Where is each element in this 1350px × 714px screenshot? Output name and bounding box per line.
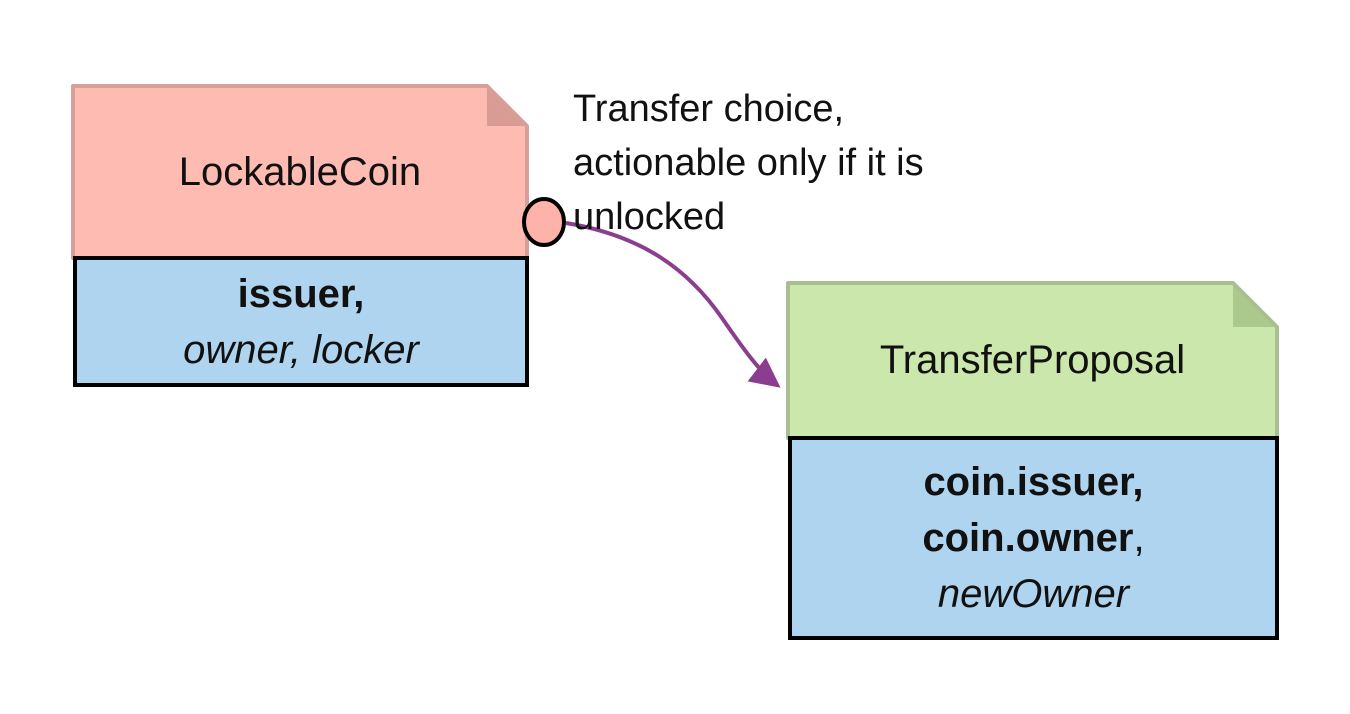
transferproposal-body-shape bbox=[788, 436, 1279, 640]
lockablecoin-header-shape bbox=[73, 86, 527, 258]
lockablecoin-signers: issuer, bbox=[237, 271, 365, 316]
transferproposal-fields: coin.issuer, coin.owner, newOwner bbox=[790, 438, 1277, 638]
transferproposal-participants: newOwner bbox=[937, 572, 1130, 616]
lockablecoin-header-outline bbox=[71, 84, 529, 260]
lockablecoin-body-shape bbox=[73, 256, 529, 387]
transferproposal-header-shape bbox=[788, 283, 1277, 438]
lockablecoin-fields: issuer, owner, locker bbox=[75, 258, 527, 385]
lockablecoin-participants: owner, locker bbox=[183, 327, 419, 372]
annotation-line-3: unlocked bbox=[573, 196, 726, 238]
transfer-choice-annotation: Transfer choice, actionable only if it i… bbox=[573, 82, 924, 244]
transferproposal-signer-2: coin.owner, bbox=[922, 510, 1144, 566]
transferproposal-title: TransferProposal bbox=[879, 338, 1186, 382]
annotation-line-1: Transfer choice, bbox=[573, 88, 845, 130]
transferproposal-header-outline bbox=[786, 281, 1279, 440]
transferproposal-signer-2-comma: , bbox=[1133, 516, 1145, 560]
annotation-line-2: actionable only if it is bbox=[573, 142, 924, 184]
transferproposal-signer-2-text: coin.owner bbox=[922, 516, 1134, 560]
choice-connector-circle bbox=[522, 197, 566, 247]
transferproposal-signer-1: coin.issuer, bbox=[923, 460, 1144, 504]
lockablecoin-title: LockableCoin bbox=[178, 149, 422, 194]
transfer-arrow bbox=[565, 221, 781, 388]
